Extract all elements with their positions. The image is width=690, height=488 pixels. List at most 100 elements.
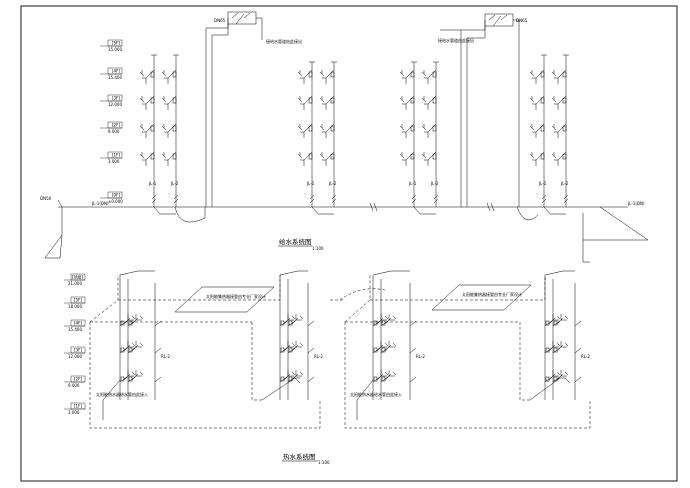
fixture-meter [432,71,437,78]
supply-riser-label: JL-2 [560,181,569,186]
riser-connector [311,206,334,215]
hot-bottom-note-left: 太阳能热水器给水管由此接入 [96,391,148,397]
hot-riser-top [372,270,410,276]
supply-main-right-label: JL-1(DN) [627,201,645,206]
fixture-meter [150,153,155,160]
fixture-branch [532,151,545,166]
hot-fixture-stub [154,347,162,354]
fixture-valve [139,70,145,77]
fixture-valve [319,124,325,131]
supply-level-floor-3: [3F] [112,96,120,101]
hot-fixture-stub [307,320,315,327]
riser-valve [309,194,315,204]
supply-riser-group-4 [529,54,569,215]
supply-main-left-label: JL-1(DN) [91,201,109,206]
fixture-meter [540,153,545,160]
hot-fixture-valve [556,315,569,325]
fixture-valve [297,70,303,77]
supply-level-elev-5: 3.000 [108,159,120,164]
fixture-valve [139,152,145,159]
fixture-valve [421,152,427,159]
fixture-branch [322,95,335,110]
hot-riser-top [544,270,575,276]
supply-level-marks [100,39,123,199]
hot-fixture-valve [548,315,561,325]
fixture-branch [402,69,415,84]
hot-riser-label: RL-2 [161,354,170,359]
fixture-meter [540,125,545,132]
supply-level-floor-1: [5F] [112,41,120,46]
hot-fixture-meter [381,376,386,382]
fixture-branch [424,95,437,110]
hot-fixture-meter [373,376,378,382]
hot-fixture-valve [384,371,397,381]
hot-fixture-valve [131,315,144,325]
fixture-valve [551,96,557,103]
supply-level-floor-5: [1F] [112,153,120,158]
riser-valve [433,194,439,204]
fixture-branch [142,151,155,166]
hot-fixture-meter [545,320,550,326]
fixture-valve [399,124,405,131]
hot-fixture-meter [120,347,125,353]
hot-fixture-meter [288,347,293,353]
fixture-branch [424,151,437,166]
fixture-meter [330,153,335,160]
hot-level-elev-6: 3.000 [68,410,80,415]
hot-fixture-meter [128,347,133,353]
hot-fixture-valve [291,342,304,352]
fixture-valve [551,70,557,77]
fixture-meter [562,153,567,160]
supply-riser-label: JL-1 [408,181,417,186]
fixture-valve [319,70,325,77]
supply-riser-label: JL-1 [538,181,547,186]
fixture-valve [551,152,557,159]
fixture-valve [399,70,405,77]
fixture-valve [161,124,167,131]
fixture-branch [554,69,567,84]
hot-riser-group-4 [544,270,582,400]
fixture-branch [322,69,335,84]
fixture-branch [142,69,155,84]
hot-fixture-meter [381,320,386,326]
fixture-valve [297,152,303,159]
hot-left-outline [89,275,321,429]
hot-fixture-meter [288,320,293,326]
hot-fixture-valve [384,315,397,325]
hot-fixture-stub [574,376,582,383]
fixture-valve [421,96,427,103]
hot-fixture-valve [376,371,389,381]
hot-fixture-meter [128,320,133,326]
fixture-meter [172,97,177,104]
supply-riser-label: JL-2 [328,181,337,186]
fixture-branch [532,69,545,84]
supply-level-elev-1: 15.000 [108,47,122,52]
riser-valve [151,194,157,204]
fixture-valve [551,124,557,131]
riser-valve [541,194,547,204]
fixture-meter [308,153,313,160]
riser-connector [413,206,436,215]
fixture-meter [172,125,177,132]
hot-right-outline [330,275,591,429]
supply-left-inlet [44,207,63,259]
supply-tank-left-label: DN65 [214,18,226,23]
hot-fixture-meter [288,376,293,382]
fixture-branch [164,151,177,166]
supply-note-left: 接给水管道由此接出 [266,38,302,44]
riser-valve [331,194,337,204]
hot-level-floor-4: [3F] [74,348,82,353]
hot-riser-group-1 [119,270,162,400]
fixture-meter [308,71,313,78]
fixture-meter [308,97,313,104]
riser-valve [411,194,417,204]
supply-note-right: 接给水管道由此接出 [438,37,474,43]
fixture-branch [424,123,437,138]
solar-panel-right [431,284,532,311]
hot-level-floor-1: [顶层] [72,274,84,280]
supply-tank-right-label: DN65 [516,18,528,23]
hot-fixture-stub [154,376,162,383]
fixture-branch [300,151,313,166]
fixture-valve [529,124,535,131]
supply-riser-label: JL-2 [430,181,439,186]
